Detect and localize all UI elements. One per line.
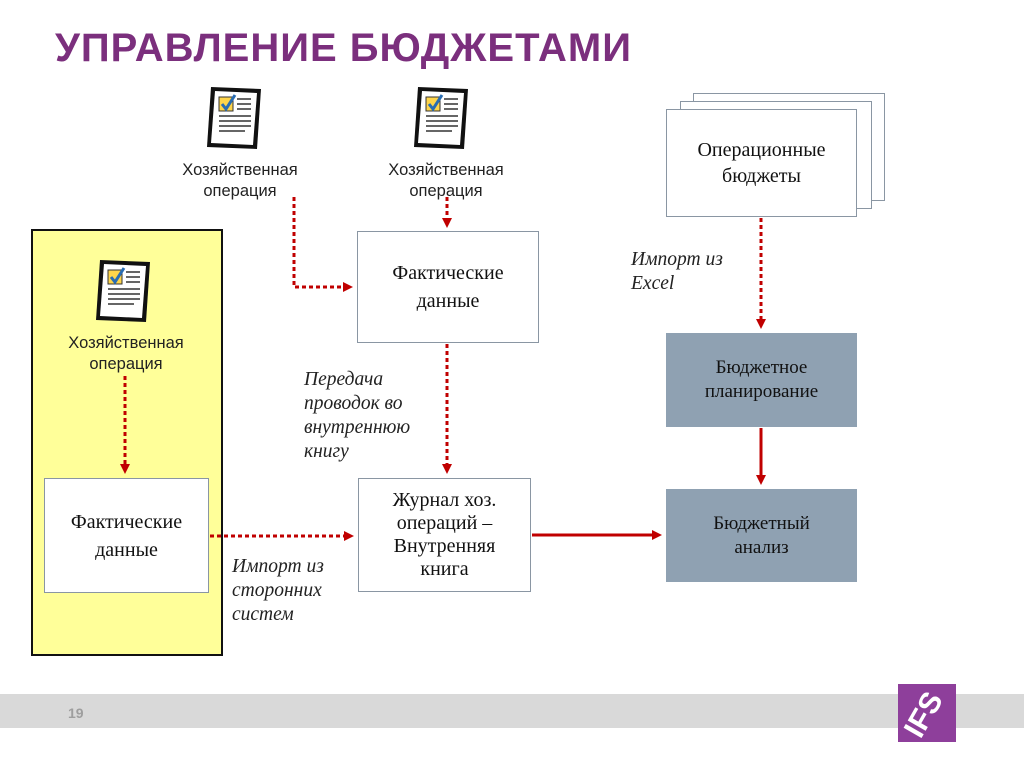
logo-text: IFS xyxy=(897,686,950,744)
transfer-note: Передача проводок во внутреннюю книгу xyxy=(304,369,411,462)
ifs-logo: IFS xyxy=(897,684,956,744)
budget-planning-box: Бюджетное планирование xyxy=(666,333,857,427)
document-icon xyxy=(96,260,150,322)
document-icon xyxy=(414,87,468,149)
import-excel-note: Импорт из Excel xyxy=(631,249,723,294)
operation-label: Хозяйственная операция xyxy=(68,334,184,373)
journal-box: Журнал хоз. операций – Внутренняя книга xyxy=(358,478,531,592)
footer-bar xyxy=(0,694,1024,728)
operational-budgets-box: Операционные бюджеты xyxy=(666,109,857,217)
arrow-op1-to-actual xyxy=(292,197,353,292)
page-number: 19 xyxy=(68,705,84,721)
page-title: УПРАВЛЕНИЕ БЮДЖЕТАМИ xyxy=(55,26,632,70)
import-external-note: Импорт из сторонних систем xyxy=(232,556,324,625)
actual-data-box-top: Фактические данные xyxy=(357,231,539,343)
budget-analysis-box: Бюджетный анализ xyxy=(666,489,857,582)
document-icon xyxy=(207,87,261,149)
actual-data-box-left: Фактические данные xyxy=(44,478,209,593)
operation-label: Хозяйственная операция xyxy=(182,161,298,200)
operation-label: Хозяйственная операция xyxy=(388,161,504,200)
